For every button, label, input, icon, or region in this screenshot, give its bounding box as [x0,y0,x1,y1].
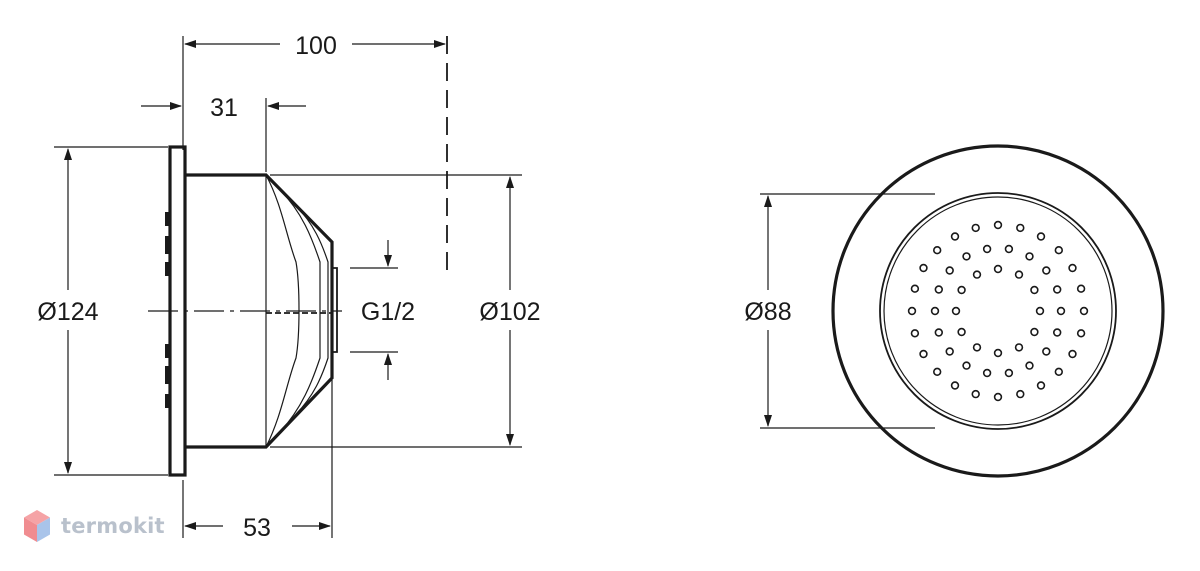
spray-nozzle [934,328,943,337]
spray-nozzle [1068,263,1077,273]
spray-nozzle [993,220,1003,230]
dim-53-label: 53 [243,514,271,542]
nozzle-pattern [907,220,1089,402]
spray-nozzle [910,329,920,338]
spray-nozzle [1076,329,1086,338]
dim-102-label: Ø102 [479,298,540,326]
dim-thread: G1/2 [361,240,415,380]
spray-nozzle [993,348,1003,358]
dim-thread-label: G1/2 [361,298,415,326]
front-view [831,144,1165,478]
watermark-text: termokit [61,514,165,538]
spray-nozzle [962,252,971,261]
spray-nozzle [910,284,920,293]
spray-nozzle [919,263,928,273]
spray-nozzle [957,327,966,337]
spray-nozzle [957,285,966,295]
spray-nozzle [1036,232,1046,241]
spray-nozzle [1042,266,1051,275]
dim-face-diameter: Ø88 [744,193,935,429]
spray-nozzle [1014,270,1024,279]
dim-overall-length: 100 [184,32,446,60]
spray-nozzle [1016,223,1025,233]
spray-nozzle [919,349,928,359]
spray-nozzle [950,381,960,390]
spray-nozzle [1004,244,1014,254]
dim-body-diameter: Ø102 [479,176,541,446]
spray-nozzle [1025,252,1034,261]
dim-flange-offset: 31 [141,94,306,122]
spray-nozzle [945,347,954,356]
spray-nozzle [1030,327,1039,337]
spray-nozzle [1036,381,1046,390]
spray-nozzle [993,264,1003,274]
spray-nozzle [971,223,980,233]
spray-nozzle [962,361,971,370]
spray-nozzle [972,343,982,352]
spray-nozzle [1016,389,1025,399]
spray-nozzle [907,306,917,316]
spray-nozzle [982,244,992,254]
dim-nozzle-length: 53 [184,514,331,542]
spray-nozzle [934,285,943,294]
dim-31-label: 31 [210,94,238,122]
nozzle-tip [332,267,338,353]
spray-nozzle [1068,349,1077,359]
spray-nozzle [945,266,954,275]
spray-nozzle [1054,367,1064,376]
spray-nozzle [1035,306,1045,316]
extension-lines [54,36,522,538]
face-plate-inner [883,196,1113,426]
spray-nozzle [932,367,942,376]
spray-nozzle [1056,306,1066,316]
dim-flange-diameter: Ø124 [37,148,99,474]
outer-ring [831,144,1165,478]
spray-nozzle [1076,284,1086,293]
cube-icon [24,510,50,542]
spray-nozzle [1004,368,1014,378]
side-view [148,145,342,477]
spray-nozzle [932,246,942,255]
dim-124-label: Ø124 [37,298,98,326]
spray-nozzle [930,306,940,316]
spray-nozzle [1025,361,1034,370]
spray-nozzle [993,392,1003,402]
spray-nozzle [972,270,982,279]
spray-nozzle [1079,306,1089,316]
face-plate-outer [879,192,1117,430]
spray-nozzle [1052,328,1062,337]
spray-nozzle [1030,285,1039,295]
spray-nozzle [1014,343,1024,352]
spray-nozzle [1054,246,1064,255]
spray-nozzle [971,389,980,399]
watermark-logo: termokit [22,506,165,546]
flange-texture [165,212,170,408]
dim-100-label: 100 [295,32,337,60]
spray-nozzle [951,306,961,316]
spray-nozzle [1052,285,1062,294]
spray-nozzle [1042,347,1051,356]
dim-88-label: Ø88 [744,298,791,326]
body-outline [185,173,334,449]
spray-nozzle [950,232,960,241]
spray-nozzle [982,368,992,378]
